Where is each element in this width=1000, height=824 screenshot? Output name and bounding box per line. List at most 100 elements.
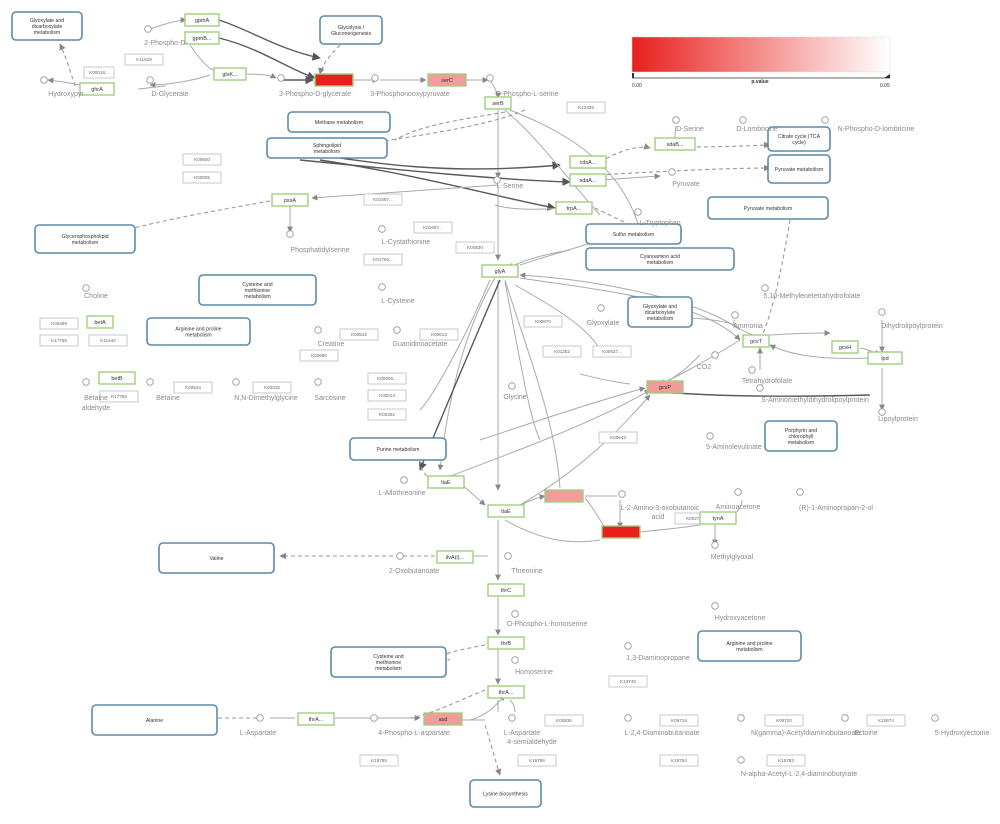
- compound-methylglyoxal[interactable]: Methylglyoxal: [711, 541, 754, 561]
- compound-d-glycerate[interactable]: D-Glycerate: [146, 76, 189, 98]
- ortholog-K01252[interactable]: K01252: [542, 345, 582, 358]
- gene-betA[interactable]: betA: [86, 315, 114, 329]
- compound-l-aspartate[interactable]: L-Aspartate: [240, 714, 276, 737]
- compound-l-serine[interactable]: L-Serine: [493, 176, 524, 190]
- ortholog-K12339[interactable]: K12339: [566, 101, 606, 114]
- gene-sdaA[interactable]: sdaA...: [569, 173, 607, 187]
- ortholog-K01760[interactable]: K01760...: [363, 253, 403, 266]
- compound-aminoacetone[interactable]: Aminoacetone: [716, 488, 761, 511]
- compound-o-phospho-serine[interactable]: O-Phospho-L-serine: [486, 74, 559, 98]
- compound-hydroxyectoine[interactable]: 5-Hydroxyectoine: [931, 714, 990, 737]
- gene-ltaE[interactable]: ltaE: [487, 504, 525, 518]
- gene-tdh[interactable]: [601, 525, 641, 539]
- gene-serA[interactable]: [314, 73, 354, 87]
- ortholog-K00018[interactable]: K00018...: [83, 66, 115, 79]
- compound-guanidinoacetate[interactable]: Guanidinoacetate: [393, 326, 448, 348]
- gene-thrA2[interactable]: thrA...: [297, 712, 335, 726]
- compound-aspartate-semialdehyde[interactable]: L-Aspartate: [504, 714, 540, 737]
- ortholog-K15785[interactable]: K15785: [359, 754, 399, 767]
- gene-lpd[interactable]: lpd: [867, 351, 903, 365]
- compound-ammonia[interactable]: Ammonia: [731, 311, 763, 330]
- ortholog-K00606[interactable]: K00605: [182, 171, 222, 184]
- compound-sarcosine[interactable]: Sarcosine: [314, 378, 346, 402]
- gene-trpA[interactable]: trpA...: [555, 201, 593, 215]
- ortholog-K00499[interactable]: K00499: [39, 317, 79, 330]
- ortholog-K17755[interactable]: K17755: [39, 334, 79, 347]
- compound-3pg[interactable]: 3-Phospho-D-glycerate: [277, 74, 351, 98]
- compound-d-lombricine[interactable]: D-Lombricine: [736, 116, 778, 133]
- compound-betaine[interactable]: Betaine: [146, 378, 180, 402]
- compound-diaminobutanoate[interactable]: L-2,4-Diaminobutanoate: [624, 714, 700, 737]
- compound-l-cysteine[interactable]: L-Cysteine: [378, 283, 415, 305]
- gene-pssA[interactable]: pssA: [271, 193, 309, 207]
- gene-gcvT[interactable]: gcvT: [742, 334, 770, 348]
- gene-sdaB[interactable]: sdaB...: [654, 137, 696, 151]
- compound-methylenethf[interactable]: 5,10-Methylenetetrahydrofolate: [761, 284, 861, 300]
- compound-3php[interactable]: 3-Phosphonooxypyruvate: [370, 74, 450, 98]
- compound-l-cystathionine[interactable]: L-Cystathionine: [378, 225, 431, 246]
- compound-acetyldiaminobutanoate[interactable]: N(gamma)-Acetyldiaminobutanoate: [737, 714, 861, 737]
- compound-aminomethyl[interactable]: S-Aminomethyldihydrolipoylprotein: [756, 384, 869, 404]
- pathway-map-pyruvate-2[interactable]: Pyruvate metabolism: [707, 196, 829, 220]
- gene-thrB[interactable]: thrB: [487, 636, 525, 650]
- ortholog-K00315[interactable]: K00315: [252, 381, 292, 394]
- compound-choline[interactable]: Choline: [82, 284, 108, 300]
- compound-lipoylprotein[interactable]: Lipoylprotein: [878, 408, 918, 423]
- gene-serC[interactable]: serC: [427, 73, 467, 87]
- compound-nn-dimethylglycine[interactable]: N,N-Dimethylglycine: [232, 378, 298, 402]
- gene-asd[interactable]: asd: [423, 712, 463, 726]
- ortholog-K11440[interactable]: K11440: [88, 334, 128, 347]
- compound-thf[interactable]: Tetrahydrofolate: [742, 366, 792, 385]
- pathway-map-sulfur[interactable]: Sulfur metabolism: [585, 223, 682, 245]
- gene-ghrA[interactable]: ghrA: [79, 82, 115, 96]
- ortholog-K00836[interactable]: K00836: [544, 714, 584, 727]
- compound-betaine-aldehyde-2[interactable]: aldehyde: [82, 405, 111, 412]
- compound-4-phospho-aspartate[interactable]: 4-Phospho-L-aspartate: [370, 714, 450, 737]
- gene-tynA[interactable]: tynA: [699, 511, 737, 525]
- ortholog-K00606b[interactable]: K00606...: [367, 372, 407, 385]
- gene-cdsA[interactable]: cdsA...: [569, 155, 607, 169]
- pathway-map-purine[interactable]: Purine metabolism: [349, 437, 447, 461]
- gene-gcvH[interactable]: gcvH: [831, 340, 859, 354]
- compound-l-tryptophan[interactable]: L-Tryptophan: [634, 208, 681, 227]
- gene-thrA[interactable]: thrA...: [487, 685, 525, 699]
- compound-dihydrolipoylprotein[interactable]: Dihydrolipoylprotein: [878, 308, 943, 330]
- ortholog-K13745[interactable]: K13745: [608, 675, 648, 688]
- compound-glycine[interactable]: Glycine: [503, 382, 527, 401]
- gene-gcvP[interactable]: gcvP: [646, 380, 684, 394]
- compound-n-alpha-acetyl[interactable]: N-alpha-Acetyl-L-2,4-diaminobutyrate: [737, 756, 858, 778]
- ortholog-K10674[interactable]: K10674: [866, 714, 906, 727]
- ortholog-K06718[interactable]: K06718: [659, 714, 699, 727]
- gene-betB[interactable]: betB: [98, 371, 136, 385]
- compound-glyoxylate[interactable]: Glyoxylate: [587, 304, 620, 327]
- compound-diaminopropane[interactable]: 1,3-Diaminopropane: [624, 642, 690, 662]
- ortholog-K00696[interactable]: K00696: [299, 349, 339, 362]
- ortholog-K00643[interactable]: K00643: [598, 431, 638, 444]
- gene-kbl[interactable]: [544, 489, 584, 503]
- compound-r-aminopropanol[interactable]: (R)-1-Aminopropan-2-ol: [796, 488, 874, 512]
- ortholog-K00830[interactable]: K00830: [455, 241, 495, 254]
- compound-o-phospho-homoserine[interactable]: O-Phospho-L-homoserine: [507, 610, 588, 628]
- gene-thrC[interactable]: thrC: [487, 583, 525, 597]
- ortholog-K17755b[interactable]: K17755: [99, 390, 139, 403]
- ortholog-K15786[interactable]: K15786: [517, 754, 557, 767]
- compound-2-oxobutanoate[interactable]: 2-Oxobutanoate: [389, 552, 439, 575]
- ortholog-K00314[interactable]: K00314: [367, 389, 407, 402]
- ortholog-K00670[interactable]: K00670: [523, 315, 563, 328]
- pathway-map-lysine[interactable]: Lysine biosynthesis: [469, 779, 542, 808]
- compound-2-amino-3-oxo-2[interactable]: acid: [652, 514, 665, 521]
- compound-hydroxyacetone[interactable]: Hydroxyacetone: [711, 602, 766, 622]
- ortholog-K00600[interactable]: K00600: [182, 153, 222, 166]
- ortholog-K01697[interactable]: K01697...: [363, 193, 403, 206]
- compound-creatine[interactable]: Creatine: [314, 326, 345, 348]
- compound-betaine-aldehyde[interactable]: Betaine: [82, 378, 108, 402]
- ortholog-K00637[interactable]: K00637...: [592, 345, 632, 358]
- ortholog-K00544[interactable]: K00544: [173, 381, 213, 394]
- pathway-map-glycolysis[interactable]: Glycolysis /Gluconeogenesis: [319, 15, 383, 45]
